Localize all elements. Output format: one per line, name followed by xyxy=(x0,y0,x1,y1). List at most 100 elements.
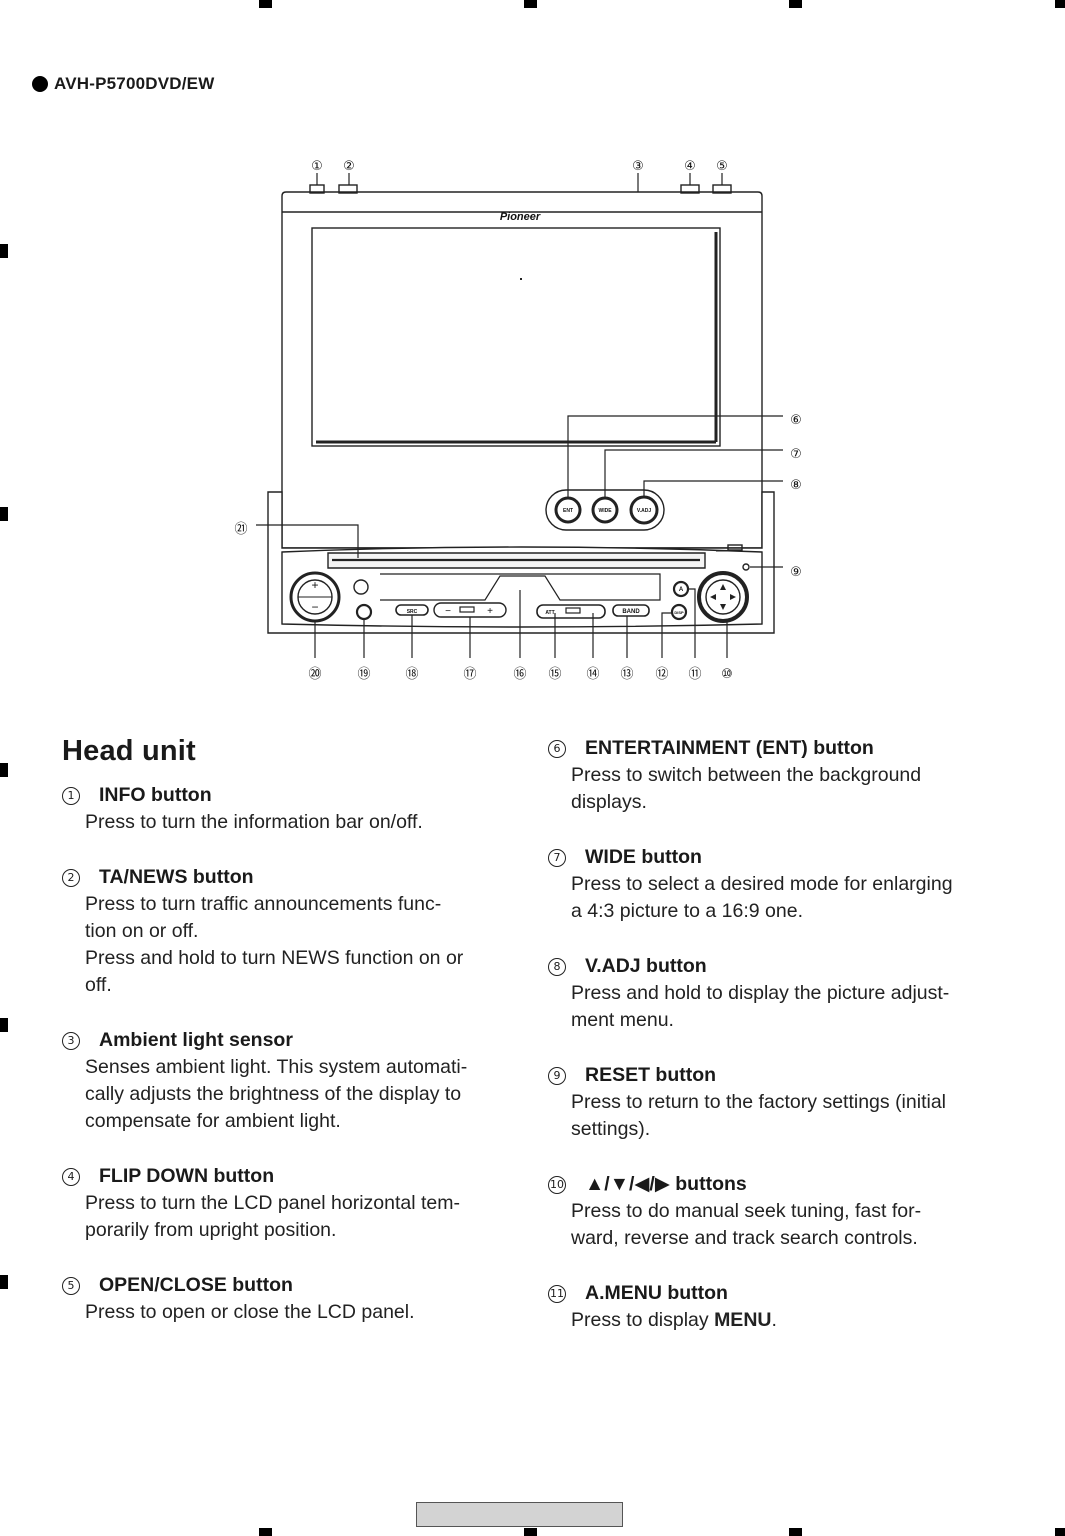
plus-icon: + xyxy=(487,606,493,617)
volume-minus-icon: − xyxy=(311,600,318,614)
callout-21: ㉑ xyxy=(234,522,247,537)
right-column: 6 ENTERTAINMENT (ENT) button Press to swi… xyxy=(548,735,1008,1362)
callout-11: ⑪ xyxy=(688,667,701,682)
item-description: settings). xyxy=(571,1118,651,1140)
src-button: SRC xyxy=(407,609,418,615)
number-badge: 7 xyxy=(548,848,566,867)
number-badge: 9 xyxy=(548,1066,566,1085)
left-column: Head unit 1 INFO button Press to turn the… xyxy=(62,735,512,1354)
callout-17: ⑰ xyxy=(463,667,476,682)
band-button: BAND xyxy=(622,609,640,615)
item-title: FLIP DOWN button xyxy=(99,1165,275,1187)
callout-18: ⑱ xyxy=(405,667,418,682)
registration-mark xyxy=(1055,1528,1065,1536)
item-open-close: 5 OPEN/CLOSE button Press to open or clos… xyxy=(62,1272,512,1326)
item-description: Press and hold to turn NEWS function on … xyxy=(85,947,464,969)
registration-mark xyxy=(259,0,272,8)
att-button: ATT xyxy=(545,610,554,616)
item-description: Press to turn traffic announcements func… xyxy=(85,893,442,915)
item-title: WIDE button xyxy=(585,846,702,868)
registration-mark xyxy=(524,0,537,8)
item-title: INFO button xyxy=(99,784,212,806)
item-description: Press to do manual seek tuning, fast for… xyxy=(571,1200,922,1222)
item-description: Press and hold to display the picture ad… xyxy=(571,982,950,1004)
callout-19: ⑲ xyxy=(357,667,370,682)
number-badge: 5 xyxy=(62,1276,80,1295)
number-badge: 11 xyxy=(548,1284,566,1303)
callout-7: ⑦ xyxy=(790,447,802,462)
callout-9: ⑨ xyxy=(790,565,802,580)
disp-button: DISP xyxy=(674,610,684,615)
number-badge: 3 xyxy=(62,1031,80,1050)
callout-5: ⑤ xyxy=(716,159,728,174)
brand-logo: Pioneer xyxy=(500,211,541,223)
item-title: TA/NEWS button xyxy=(99,866,254,888)
ent-button: ENT xyxy=(563,508,573,514)
page-number-box xyxy=(416,1502,623,1527)
callout-1: ① xyxy=(311,159,323,174)
item-description: Press to select a desired mode for enlar… xyxy=(571,873,953,895)
minus-icon: − xyxy=(445,606,451,617)
number-badge: 2 xyxy=(62,868,80,887)
head-unit-diagram: Pioneer ENT WIDE V.ADJ A BAND ATT SRC DI… xyxy=(234,159,802,682)
item-title: A.MENU button xyxy=(585,1282,728,1304)
registration-mark xyxy=(524,1528,537,1536)
item-title: Ambient light sensor xyxy=(99,1029,293,1051)
item-description: Press to switch between the background xyxy=(571,764,922,786)
item-ta-news: 2 TA/NEWS button Press to turn traffic an… xyxy=(62,864,512,999)
callout-2: ② xyxy=(343,159,355,174)
number-badge: 8 xyxy=(548,957,566,976)
item-description: ward, reverse and track search controls. xyxy=(571,1227,918,1249)
item-title: V.ADJ button xyxy=(585,955,707,977)
registration-mark xyxy=(0,1275,8,1289)
registration-mark xyxy=(1055,0,1065,8)
item-description: cally adjusts the brightness of the disp… xyxy=(85,1083,462,1105)
callout-20: ⑳ xyxy=(308,667,321,682)
volume-plus-icon: + xyxy=(311,578,318,592)
callout-3: ③ xyxy=(632,159,644,174)
callout-13: ⑬ xyxy=(620,667,633,682)
number-badge: 4 xyxy=(62,1167,80,1186)
item-description: porarily from upright position. xyxy=(85,1219,337,1241)
callout-15: ⑮ xyxy=(548,667,561,682)
item-description: Press to open or close the LCD panel. xyxy=(85,1301,415,1323)
number-badge: 6 xyxy=(548,739,566,758)
number-badge: 1 xyxy=(62,786,80,805)
registration-mark xyxy=(789,0,802,8)
callout-12: ⑫ xyxy=(655,667,668,682)
model-name: AVH-P5700DVD/EW xyxy=(54,74,215,93)
item-vadj: 8 V.ADJ button Press and hold to display … xyxy=(548,953,1008,1034)
item-title: ENTERTAINMENT (ENT) button xyxy=(585,737,874,759)
item-title: ▲/▼/◀/▶ buttons xyxy=(585,1173,747,1195)
wide-button: WIDE xyxy=(598,508,612,514)
item-description: Press to return to the factory settings … xyxy=(571,1091,946,1113)
item-description: a 4:3 picture to a 16:9 one. xyxy=(571,900,804,922)
registration-mark xyxy=(0,763,8,777)
item-flip-down: 4 FLIP DOWN button Press to turn the LCD … xyxy=(62,1163,512,1244)
item-entertainment: 6 ENTERTAINMENT (ENT) button Press to swi… xyxy=(548,735,1008,816)
bullet-icon xyxy=(32,76,48,92)
item-description: Senses ambient light. This system automa… xyxy=(85,1056,468,1078)
callout-4: ④ xyxy=(684,159,696,174)
callout-6: ⑥ xyxy=(790,413,802,428)
section-title: Head unit xyxy=(62,735,196,767)
model-header: AVH-P5700DVD/EW xyxy=(32,74,214,94)
item-title: RESET button xyxy=(585,1064,717,1086)
item-reset: 9 RESET button Press to return to the fac… xyxy=(548,1062,1008,1143)
callout-16: ⑯ xyxy=(513,667,526,682)
registration-mark xyxy=(0,507,8,521)
item-wide: 7 WIDE button Press to select a desired m… xyxy=(548,844,1008,925)
registration-mark xyxy=(259,1528,272,1536)
item-description: off. xyxy=(85,974,112,996)
amenu-button: A xyxy=(679,587,684,593)
item-description: Press to display MENU. xyxy=(571,1309,777,1331)
item-amenu: 11 A.MENU button Press to display MENU. xyxy=(548,1280,1008,1334)
registration-mark xyxy=(789,1528,802,1536)
item-description: displays. xyxy=(571,791,647,813)
item-arrow-buttons: 10▲/▼/◀/▶ buttons Press to do manual see… xyxy=(548,1171,1008,1252)
item-description: ment menu. xyxy=(571,1009,674,1031)
item-title: OPEN/CLOSE button xyxy=(99,1274,293,1296)
registration-mark xyxy=(0,244,8,258)
item-description: Press to turn the LCD panel horizontal t… xyxy=(85,1192,461,1214)
